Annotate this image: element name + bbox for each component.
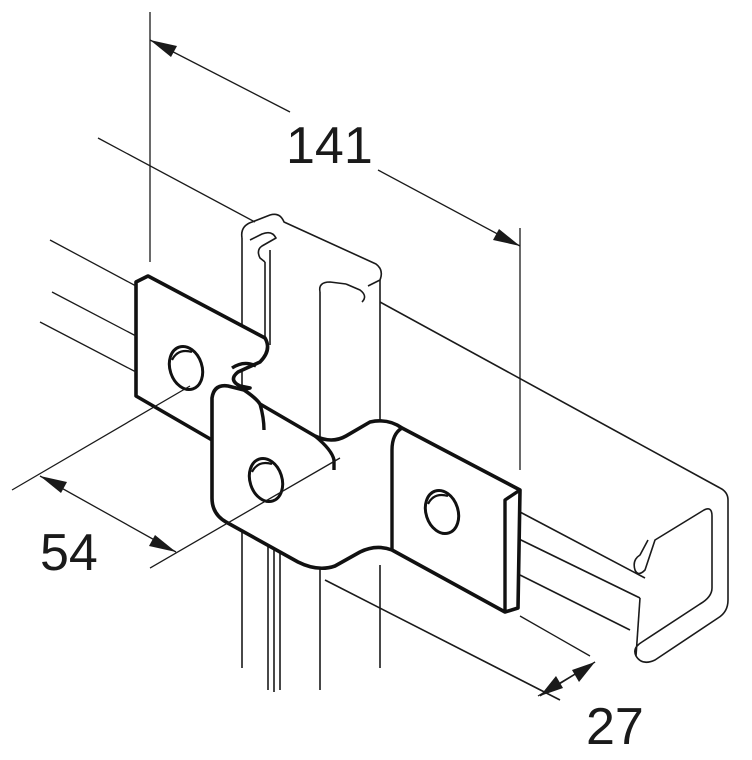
extension-lines [11, 12, 596, 697]
dimension-27: 27 [539, 661, 644, 756]
vertical-channel [240, 213, 383, 692]
dimension-label-27: 27 [586, 698, 644, 756]
left-hole [167, 345, 205, 391]
dimension-label-54: 54 [40, 524, 98, 582]
dimension-label-141: 141 [286, 117, 373, 175]
mounting-holes [167, 345, 461, 535]
u-bracket [134, 274, 522, 614]
dimension-54: 54 [39, 475, 177, 582]
dimension-141: 141 [149, 39, 521, 247]
center-hole [247, 457, 285, 503]
right-hole [423, 489, 461, 535]
